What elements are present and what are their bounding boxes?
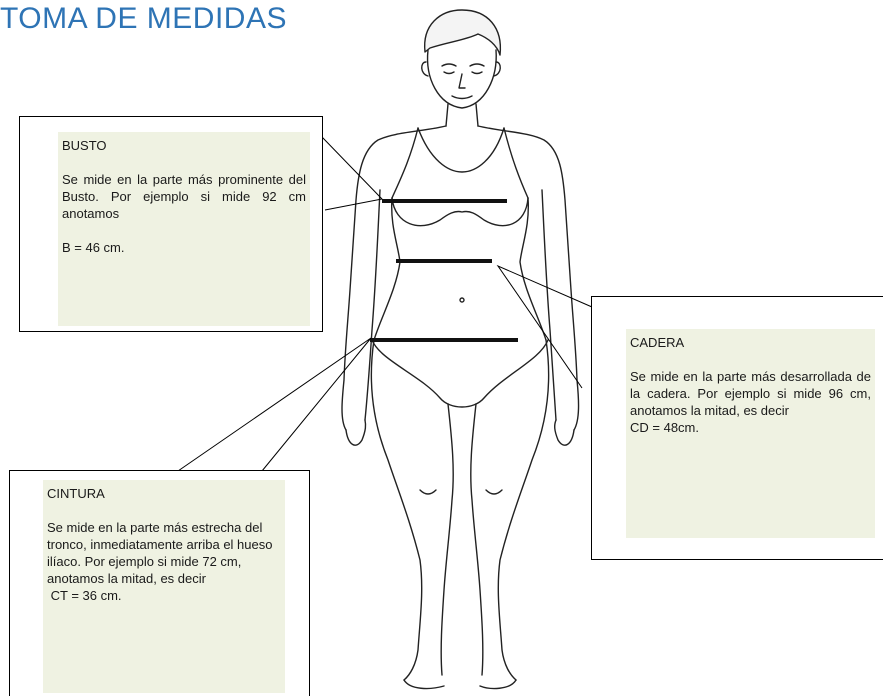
cadera-note: CADERA Se mide en la parte más desarroll… [626, 329, 875, 538]
cadera-heading: CADERA [630, 335, 685, 350]
cintura-text: Se mide en la parte más estrecha del tro… [47, 520, 273, 586]
busto-pointer [321, 136, 384, 211]
busto-heading: BUSTO [62, 138, 107, 153]
page-title: TOMA DE MEDIDAS [0, 2, 287, 35]
cintura-note: CINTURA Se mide en la parte más estrecha… [43, 480, 285, 693]
cintura-heading: CINTURA [47, 486, 105, 501]
cintura-formula: CT = 36 cm. [47, 588, 122, 603]
cintura-pointer [177, 337, 372, 472]
cadera-pointer [496, 264, 593, 389]
busto-text: Se mide en la parte más prominente del B… [62, 172, 306, 221]
busto-note: BUSTO Se mide en la parte más prominente… [58, 132, 310, 326]
cadera-formula: CD = 48cm. [630, 420, 699, 435]
busto-formula: B = 46 cm. [62, 240, 125, 255]
cadera-text: Se mide en la parte más desarrollada de … [630, 369, 871, 418]
